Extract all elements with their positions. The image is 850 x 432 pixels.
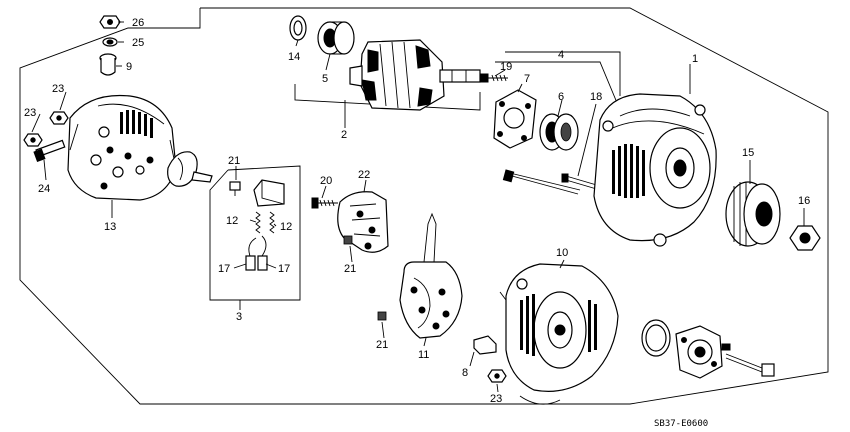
leader-lines [31,21,805,393]
assembly-boundary [19,7,829,405]
diagram-code: SB37-E0600 [654,419,708,429]
pulley-15 [725,181,781,247]
callout-16: 16 [798,195,810,207]
callout-15: 15 [742,147,754,159]
terminal-bolt-24 [33,139,66,163]
callout-23-housing: 23 [490,393,502,405]
callout-6: 6 [558,91,564,103]
screw-21-brush [229,181,241,196]
callout-17-left: 17 [218,263,230,275]
callout-2: 2 [341,129,347,141]
nut-26 [99,15,121,29]
plate-7 [493,89,537,149]
callout-26: 26 [132,17,144,29]
callout-19: 19 [500,61,512,73]
rear-cover [67,94,177,201]
callout-3: 3 [236,311,242,323]
callout-labels: 1 2 3 4 5 6 7 8 9 10 11 12 12 13 14 15 1… [24,17,810,405]
nut-23-upper [49,111,69,125]
screw-21-rectifier [377,311,387,321]
bearing-5 [317,21,355,55]
callout-18: 18 [590,91,602,103]
terminal-cap [167,151,213,187]
bearing-group-bracket [505,51,621,96]
brush-holder [253,179,285,207]
screw-21-regulator [343,235,353,245]
callout-22: 22 [358,169,370,181]
seal-ring [641,319,671,357]
bolt-19 [479,73,508,83]
washer-25 [102,37,118,47]
brush-springs-12 [255,211,275,234]
callout-9: 9 [126,61,132,73]
callout-12-left: 12 [226,215,238,227]
rotor [349,39,481,111]
nut-16 [789,225,821,251]
insulator-8 [473,335,497,355]
callout-5: 5 [322,73,328,85]
callout-21-rectifier: 21 [376,339,388,351]
callout-25: 25 [132,37,144,49]
callout-21-regulator: 21 [344,263,356,275]
callout-12-right: 12 [280,221,292,233]
end-cover [675,325,723,379]
bolt-end [721,343,775,377]
rectifier-11 [399,212,463,339]
callout-24: 24 [38,183,50,195]
callout-10: 10 [556,247,568,259]
callout-13: 13 [104,221,116,233]
bearing-6 [539,113,579,151]
callout-23-lower: 23 [24,107,36,119]
nut-23-lower [23,133,43,147]
callout-1: 1 [692,53,698,65]
bolt-20 [311,197,338,209]
through-bolts-18 [502,169,601,195]
callout-17-right: 17 [278,263,290,275]
callout-23-upper: 23 [52,83,64,95]
insulator-9 [99,53,117,76]
callout-11: 11 [418,349,429,361]
callout-20: 20 [320,175,332,187]
brush-group-box [209,165,301,301]
callout-8: 8 [462,367,468,379]
callout-21-brush: 21 [228,155,240,167]
callout-4: 4 [558,49,564,61]
nut-23-housing [487,369,507,383]
rear-housing-10 [499,263,619,405]
callout-14: 14 [288,51,300,63]
callout-7: 7 [524,73,530,85]
seal-14 [289,15,307,41]
stator-group-bracket [495,61,621,111]
front-housing [593,93,717,247]
brushes-17 [245,235,268,271]
